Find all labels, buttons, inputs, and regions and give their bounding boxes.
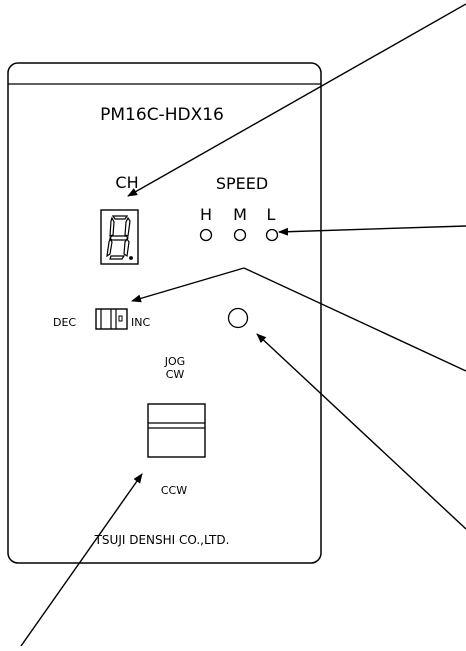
round-button[interactable] [227, 307, 249, 329]
jog-label: JOG [164, 355, 185, 368]
callout-arrow-dec-inc [131, 267, 245, 303]
channel-label: CH [115, 173, 138, 192]
seven-segment-digit-icon [106, 215, 133, 260]
jog-rocker-switch[interactable] [147, 403, 206, 458]
panel-body [7, 62, 322, 564]
jog-cw-label: CW [166, 368, 185, 381]
dec-inc-toggle-switch[interactable] [95, 308, 128, 330]
callout-arrow-speed [278, 225, 466, 236]
model-label: PM16C-HDX16 [100, 105, 224, 125]
seven-segment-frame [100, 209, 139, 265]
callout-line-dec-inc-extension [243, 267, 466, 372]
channel-display: CH [100, 173, 139, 265]
dec-label: DEC [53, 316, 76, 329]
callout-arrow-round-button [256, 333, 466, 530]
manufacturer-label: TSUJI DENSHI CO.,LTD. [94, 533, 230, 547]
speed-led-h-label: H [200, 205, 212, 224]
dec-inc-switch-group: DEC INC [53, 308, 150, 330]
inc-label: INC [131, 316, 150, 329]
speed-label: SPEED [216, 174, 268, 193]
speed-led-l [265, 228, 279, 242]
speed-indicator-group: SPEED H M L [199, 174, 279, 242]
jog-ccw-label: CCW [161, 484, 187, 497]
callout-arrow-channel [127, 3, 466, 197]
speed-led-h [199, 228, 213, 242]
callout-arrow-jog [20, 473, 143, 647]
speed-led-m-label: M [233, 205, 247, 224]
jog-switch-group: JOG CW CCW [147, 355, 206, 497]
speed-led-m [233, 228, 247, 242]
callout-lines [20, 3, 466, 647]
panel-outline [7, 62, 322, 564]
speed-led-l-label: L [267, 205, 276, 224]
